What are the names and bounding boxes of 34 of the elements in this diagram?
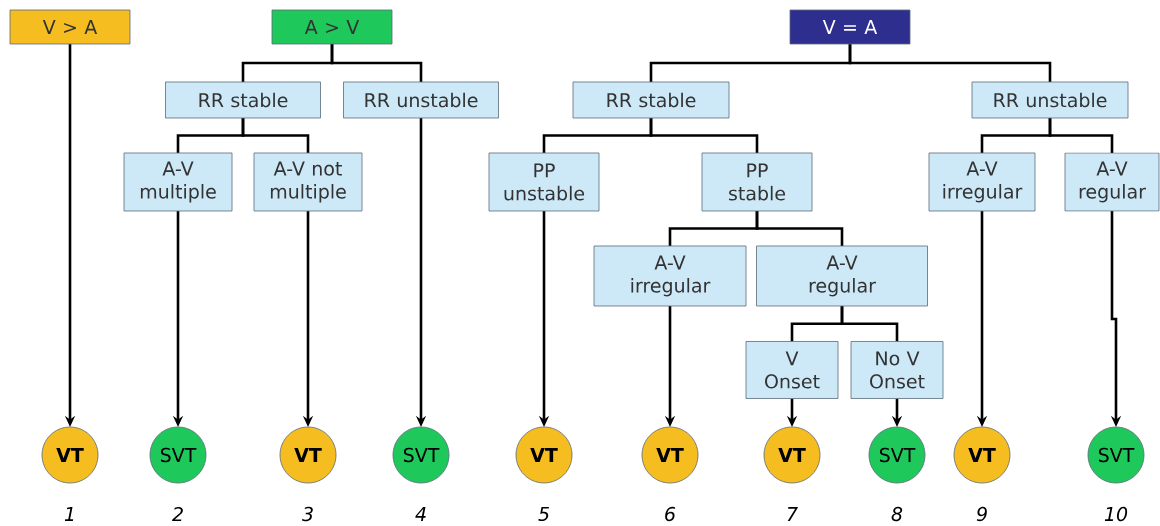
condition-box: V > A (9, 9, 131, 45)
decision-box: A-V irregular (593, 245, 747, 307)
case-number: 7 (787, 507, 798, 521)
case-number: 6 (665, 506, 676, 522)
connector-line (755, 211, 844, 246)
decision-box: RR unstable (343, 81, 499, 119)
decision-box: No V Onset (850, 341, 944, 399)
decision-box: A-V regular (756, 245, 928, 307)
decision-box: A-V regular (1064, 152, 1160, 212)
connector-line (649, 118, 759, 153)
decision-box: RR stable (165, 81, 321, 119)
connector-line (848, 44, 1052, 82)
decision-box: RR unstable (971, 81, 1129, 119)
connector-line (330, 44, 423, 82)
case-number: 4 (415, 507, 426, 521)
decision-box: A-V not multiple (253, 152, 363, 212)
condition-box: A > V (271, 9, 393, 45)
case-number: 8 (891, 506, 903, 522)
case-number: 1 (64, 507, 74, 521)
case-number: 10 (1104, 506, 1128, 522)
connector-line (840, 306, 899, 342)
connector-line (1048, 118, 1114, 153)
decision-box: A-V multiple (123, 152, 233, 212)
decision-box: A-V irregular (928, 152, 1036, 212)
case-number: 3 (302, 506, 313, 522)
case-number: 2 (172, 506, 183, 522)
connector-line (241, 118, 310, 153)
decision-box: PP stable (701, 152, 813, 212)
case-number: 9 (976, 506, 987, 522)
condition-box: V = A (789, 9, 911, 45)
decision-box: RR stable (572, 81, 730, 119)
decision-box: PP unstable (488, 152, 600, 212)
decision-box: V Onset (745, 341, 839, 399)
case-number: 5 (538, 506, 549, 522)
